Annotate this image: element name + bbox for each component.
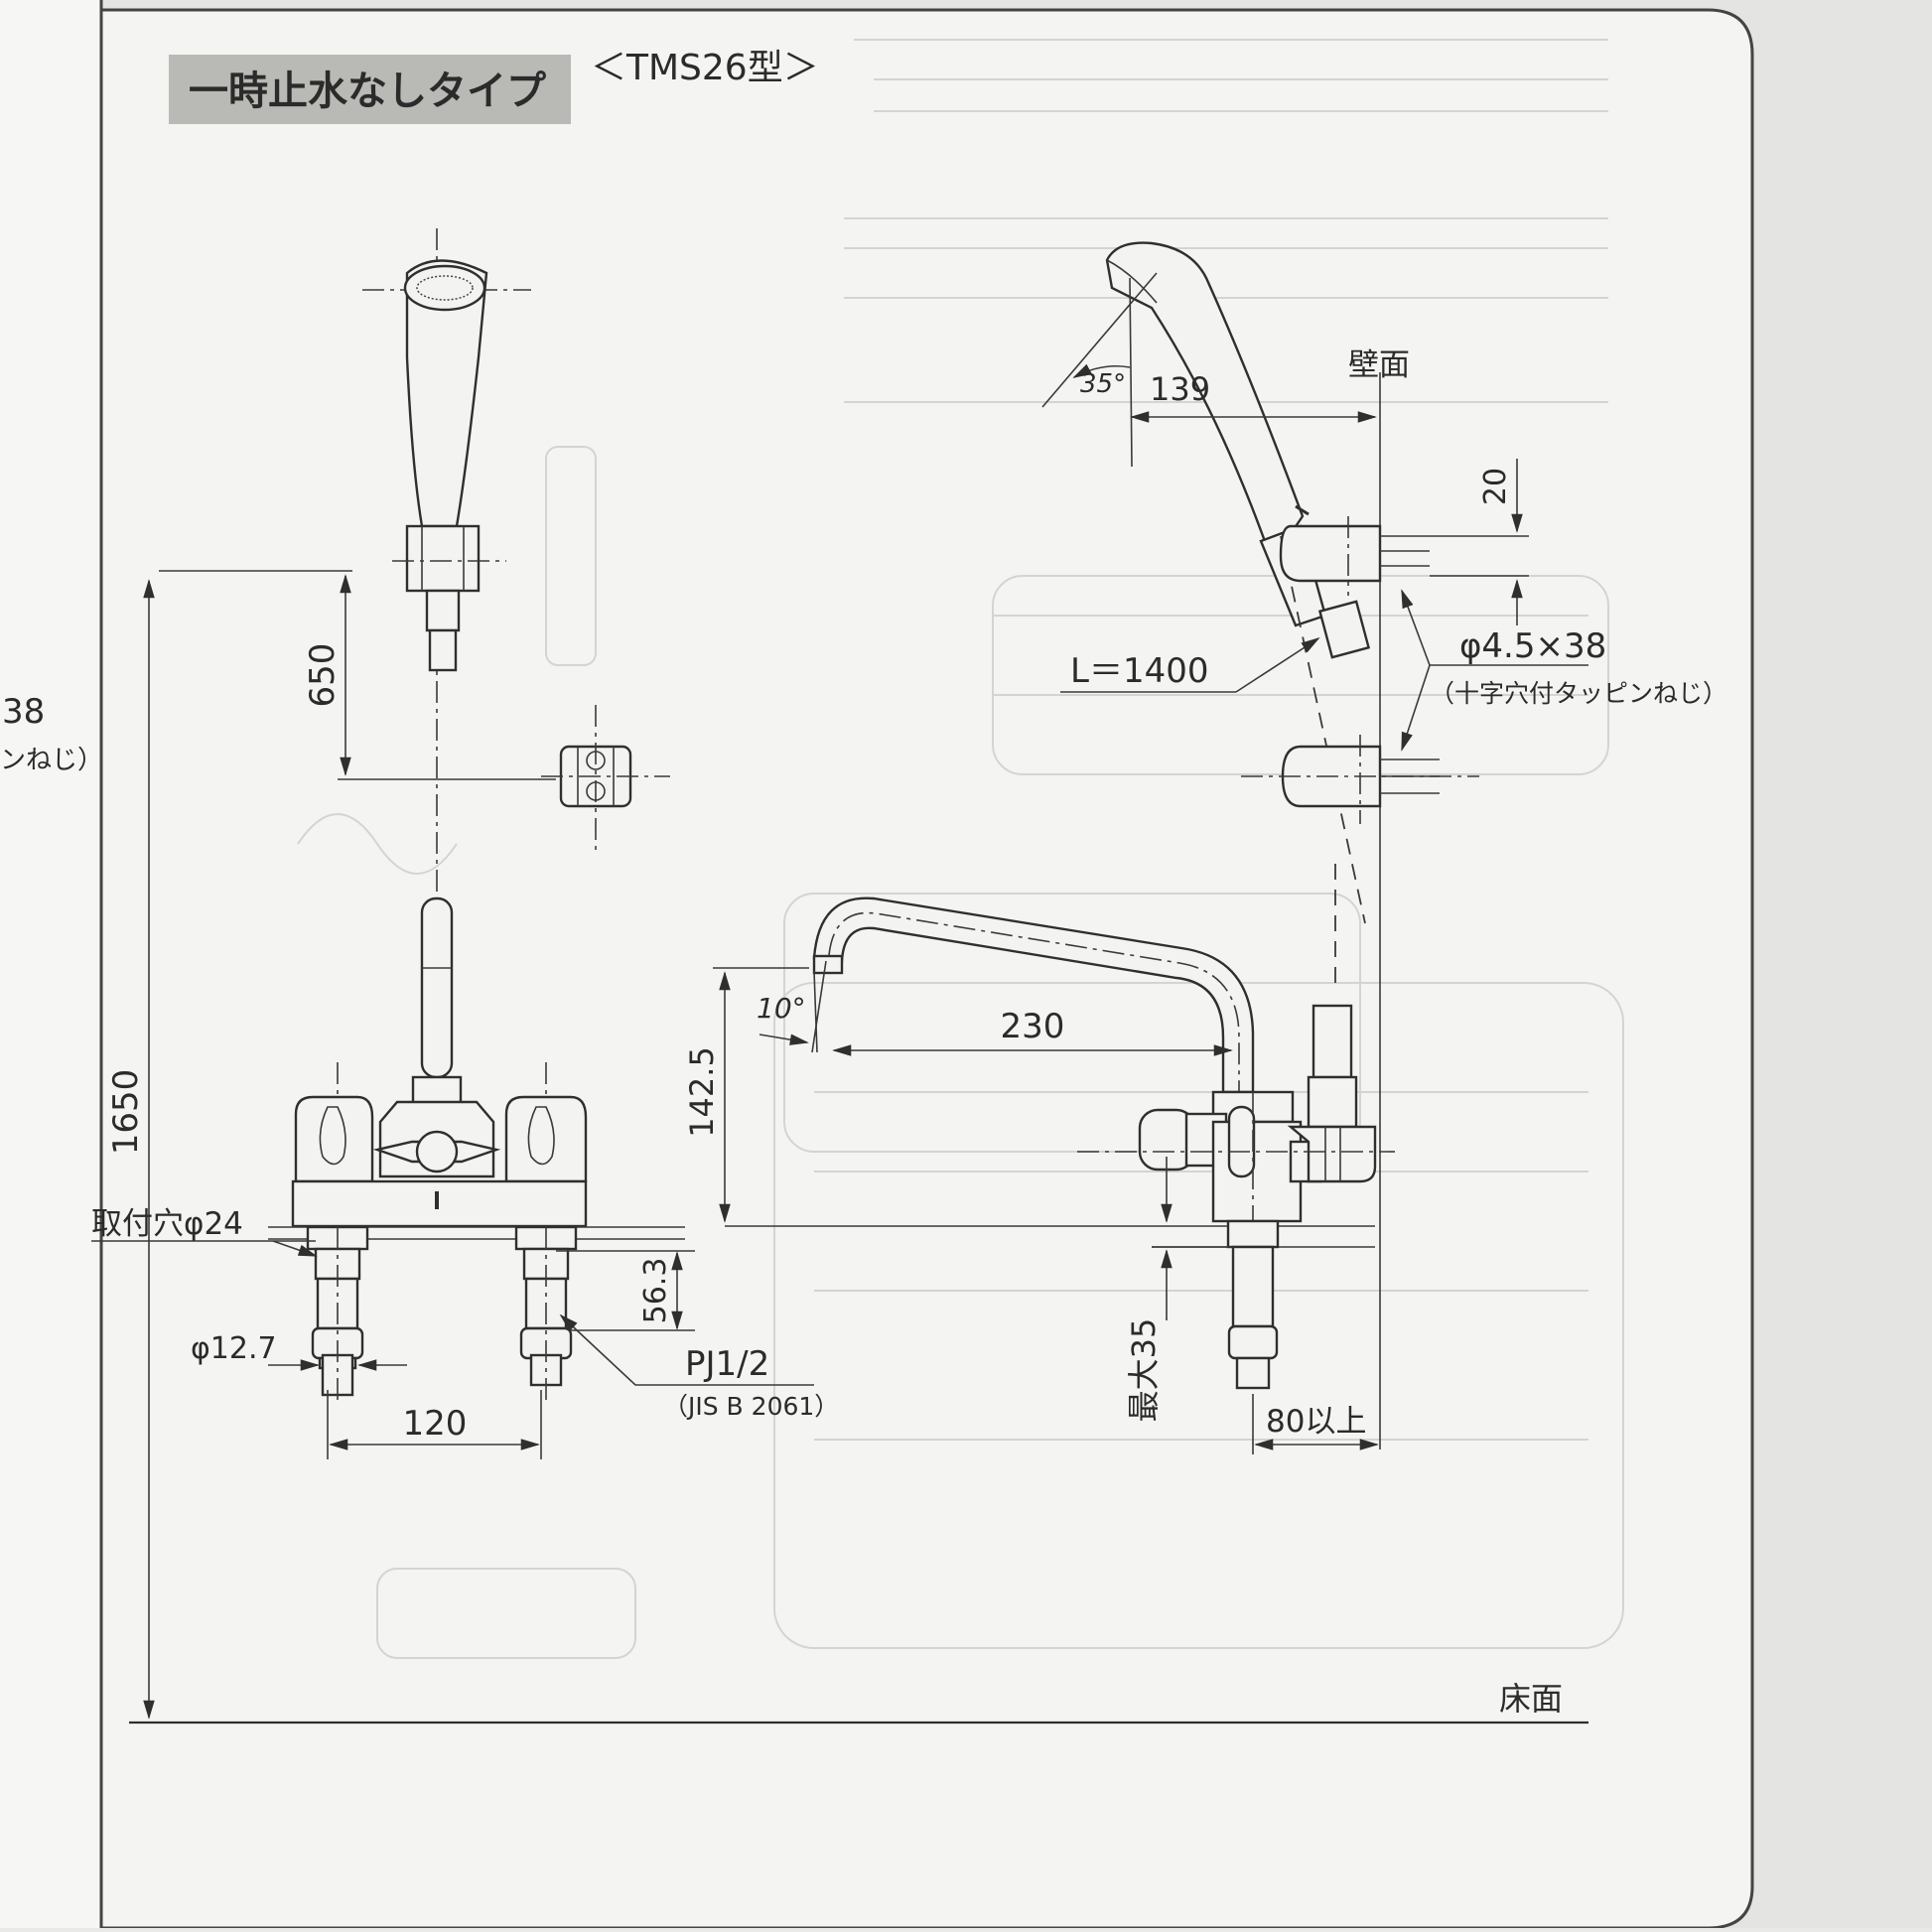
- label-hose-length: L＝1400: [1070, 651, 1208, 691]
- dim-inlet-pitch: 120: [403, 1404, 468, 1444]
- type-label-band: [169, 55, 571, 124]
- dim-spout-height: 142.5: [683, 1046, 721, 1138]
- dim-deck-thickness: 最大35: [1125, 1318, 1163, 1423]
- dim-spout-angle: 10°: [757, 992, 806, 1025]
- mixer-side-body-icon: [1211, 1120, 1303, 1223]
- left-handle-icon: [294, 1095, 374, 1183]
- label-wall: 壁面: [1348, 347, 1410, 383]
- dim-head-angle: 35°: [1080, 369, 1126, 399]
- dim-wall-clearance: 80以上: [1266, 1404, 1366, 1440]
- label-thread-standard: （JIS B 2061）: [663, 1392, 839, 1421]
- label-mount-hole: 取付穴φ24: [91, 1206, 243, 1242]
- upper-bracket-icon: [1279, 524, 1382, 583]
- dim-head-offset: 139: [1150, 370, 1210, 408]
- label-thread-spec: PJ1/2: [685, 1344, 769, 1384]
- dim-holder-height: 650: [303, 643, 343, 708]
- page-frame: [99, 0, 1754, 1930]
- right-handle-icon: [504, 1095, 588, 1183]
- label-floor: 床面: [1499, 1680, 1563, 1718]
- left-cut-note: ンねじ）: [0, 746, 103, 775]
- dim-spout-reach: 230: [1001, 1007, 1065, 1046]
- label-screw-size: φ4.5×38: [1459, 626, 1606, 666]
- dim-thread-length: 56.3: [638, 1258, 673, 1324]
- spout-icon: [812, 897, 1255, 1094]
- mixer-base-icon: [291, 1179, 588, 1228]
- shower-head-icon: [405, 259, 488, 528]
- dim-total-height: 1650: [106, 1069, 146, 1156]
- model-label: ＜TMS26型＞: [591, 48, 819, 88]
- front-view: 1650 650 取付穴φ24 56.3 φ12.7 PJ1/2 （JIS B …: [91, 228, 1588, 1725]
- show-through-marks: [297, 39, 1624, 1659]
- left-page-strip: [0, 0, 101, 1928]
- dim-bracket-gap: 20: [1478, 468, 1513, 505]
- type-label: 一時止水なしタイプ: [189, 69, 546, 114]
- label-pipe-diameter: φ12.7: [191, 1331, 277, 1366]
- left-cut-dimension: 38: [2, 692, 45, 732]
- side-view: 壁面 35° 139 20: [683, 241, 1727, 1718]
- label-screw-type: （十字穴付タッピンねじ）: [1430, 679, 1727, 708]
- hose-outlet-icon: [420, 897, 454, 1079]
- shower-head-side-icon: [1105, 241, 1305, 546]
